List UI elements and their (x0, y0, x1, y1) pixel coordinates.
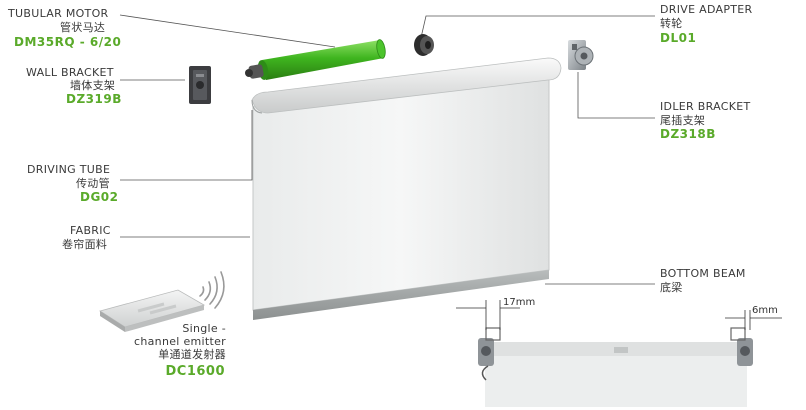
leader-idler-bracket (577, 72, 655, 119)
dimension-left-label: 17mm (503, 297, 536, 308)
label-idler-bracket-cn: 尾插支架 (660, 114, 706, 127)
code-wall-bracket: DZ319B (66, 92, 122, 106)
label-emitter-cn: 单通道发射器 (158, 348, 226, 361)
leader-driving-tube (120, 110, 253, 181)
code-emitter: DC1600 (165, 364, 225, 379)
code-idler-bracket: DZ318B (660, 127, 716, 141)
label-emitter-line2: channel emitter (134, 335, 226, 348)
emitter-illustration (99, 271, 225, 332)
label-bottom-beam-cn: 底梁 (660, 281, 683, 294)
label-wall-bracket-cn: 墙体支架 (70, 79, 116, 92)
code-tubular-motor: DM35RQ - 6/20 (14, 35, 122, 49)
label-tubular-motor-cn: 管状马达 (60, 21, 106, 34)
label-tubular-motor-en: TUBULAR MOTOR (8, 7, 109, 20)
leader-tubular-motor (119, 14, 336, 48)
dimension-right-label: 6mm (752, 305, 778, 316)
detail-inset (456, 300, 782, 407)
code-driving-tube: DG02 (80, 190, 119, 204)
label-bottom-beam-en: BOTTOM BEAM (660, 267, 746, 280)
wall-bracket-illustration (189, 66, 211, 104)
label-fabric-en: FABRIC (70, 224, 111, 237)
tubular-motor-illustration (245, 39, 386, 80)
label-idler-bracket-en: IDLER BRACKET (660, 100, 751, 113)
label-driving-tube-en: DRIVING TUBE (27, 163, 111, 176)
leader-lines (119, 14, 655, 285)
drive-adapter-illustration (414, 34, 434, 56)
label-emitter-line1: Single - (182, 322, 226, 335)
label-fabric-cn: 卷帘面料 (62, 238, 108, 251)
label-driving-tube-cn: 传动管 (76, 177, 110, 190)
leader-drive-adapter (419, 15, 655, 43)
label-wall-bracket-en: WALL BRACKET (26, 66, 114, 79)
label-drive-adapter-en: DRIVE ADAPTER (660, 3, 753, 16)
dimension-lines (456, 300, 782, 330)
fabric-panel (251, 57, 562, 320)
code-drive-adapter: DL01 (660, 31, 697, 45)
signal-waves-icon (199, 271, 225, 309)
idler-bracket-illustration (568, 40, 594, 70)
label-drive-adapter-cn: 转轮 (660, 17, 683, 30)
